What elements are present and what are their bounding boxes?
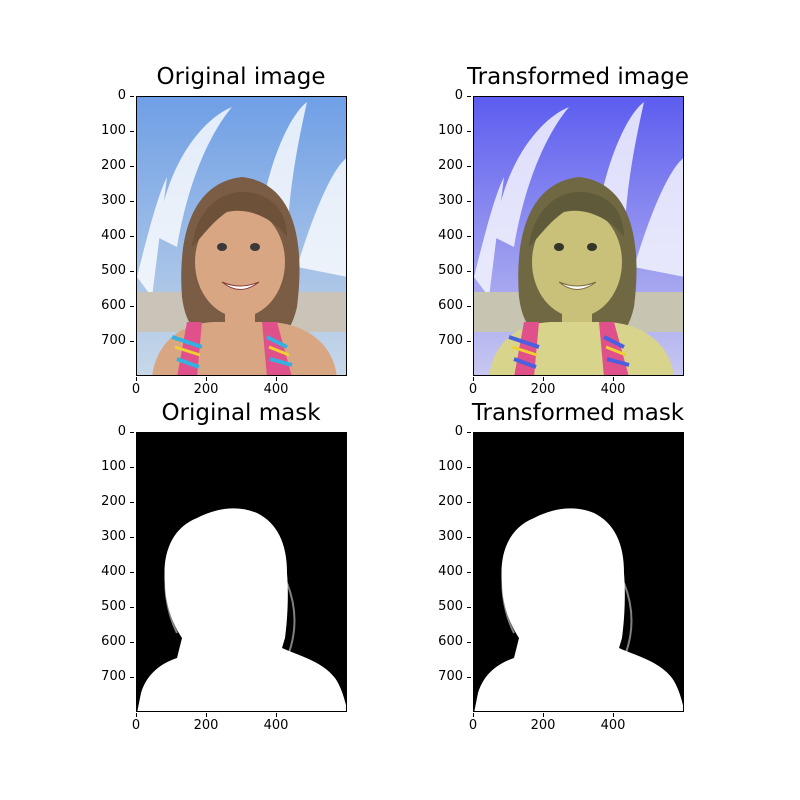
y-tick: 300: [86, 529, 134, 544]
y-tick: 500: [423, 599, 471, 614]
x-tick: 200: [523, 713, 563, 733]
x-tick: 400: [593, 377, 633, 397]
y-tick: 700: [86, 333, 134, 348]
y-tick: 200: [423, 494, 471, 509]
x-tick: 400: [593, 713, 633, 733]
y-tick: 100: [423, 123, 471, 138]
x-tick: 200: [523, 377, 563, 397]
y-tick: 600: [86, 298, 134, 313]
y-tick: 0: [86, 424, 134, 439]
x-tick: 400: [256, 713, 296, 733]
x-tick: 200: [186, 377, 226, 397]
transformed-mask: [474, 433, 683, 711]
x-tick: 400: [256, 377, 296, 397]
y-tick: 600: [423, 634, 471, 649]
y-tick: 500: [86, 263, 134, 278]
y-tick: 100: [86, 123, 134, 138]
transformed-mask-frame: [473, 432, 684, 712]
y-tick: 400: [423, 564, 471, 579]
y-tick: 300: [86, 193, 134, 208]
y-tick: 200: [86, 158, 134, 173]
y-tick: 0: [423, 88, 471, 103]
panel-title: Original mask: [161, 400, 321, 426]
y-tick: 700: [423, 669, 471, 684]
y-tick: 600: [86, 634, 134, 649]
y-tick: 300: [423, 193, 471, 208]
original-mask: [137, 433, 346, 711]
y-tick: 200: [86, 494, 134, 509]
panel-title: Original image: [156, 64, 326, 90]
y-tick: 500: [423, 263, 471, 278]
x-tick: 0: [116, 377, 156, 397]
y-tick: 700: [86, 669, 134, 684]
y-tick: 700: [423, 333, 471, 348]
y-tick: 400: [423, 228, 471, 243]
original-photo: [137, 97, 346, 375]
transformed-image-frame: [473, 96, 684, 376]
original-mask-frame: [136, 432, 347, 712]
x-tick: 0: [116, 713, 156, 733]
y-tick: 300: [423, 529, 471, 544]
y-tick: 0: [86, 88, 134, 103]
y-tick: 100: [423, 459, 471, 474]
y-tick: 400: [86, 564, 134, 579]
y-tick: 400: [86, 228, 134, 243]
y-tick: 200: [423, 158, 471, 173]
x-tick: 200: [186, 713, 226, 733]
x-tick: 0: [453, 377, 493, 397]
y-tick: 500: [86, 599, 134, 614]
transformed-photo: [474, 97, 683, 375]
panel-title: Transformed image: [466, 64, 690, 90]
y-tick: 100: [86, 459, 134, 474]
panel-title: Transformed mask: [471, 400, 685, 426]
y-tick: 600: [423, 298, 471, 313]
original-image-frame: [136, 96, 347, 376]
y-tick: 0: [423, 424, 471, 439]
x-tick: 0: [453, 713, 493, 733]
